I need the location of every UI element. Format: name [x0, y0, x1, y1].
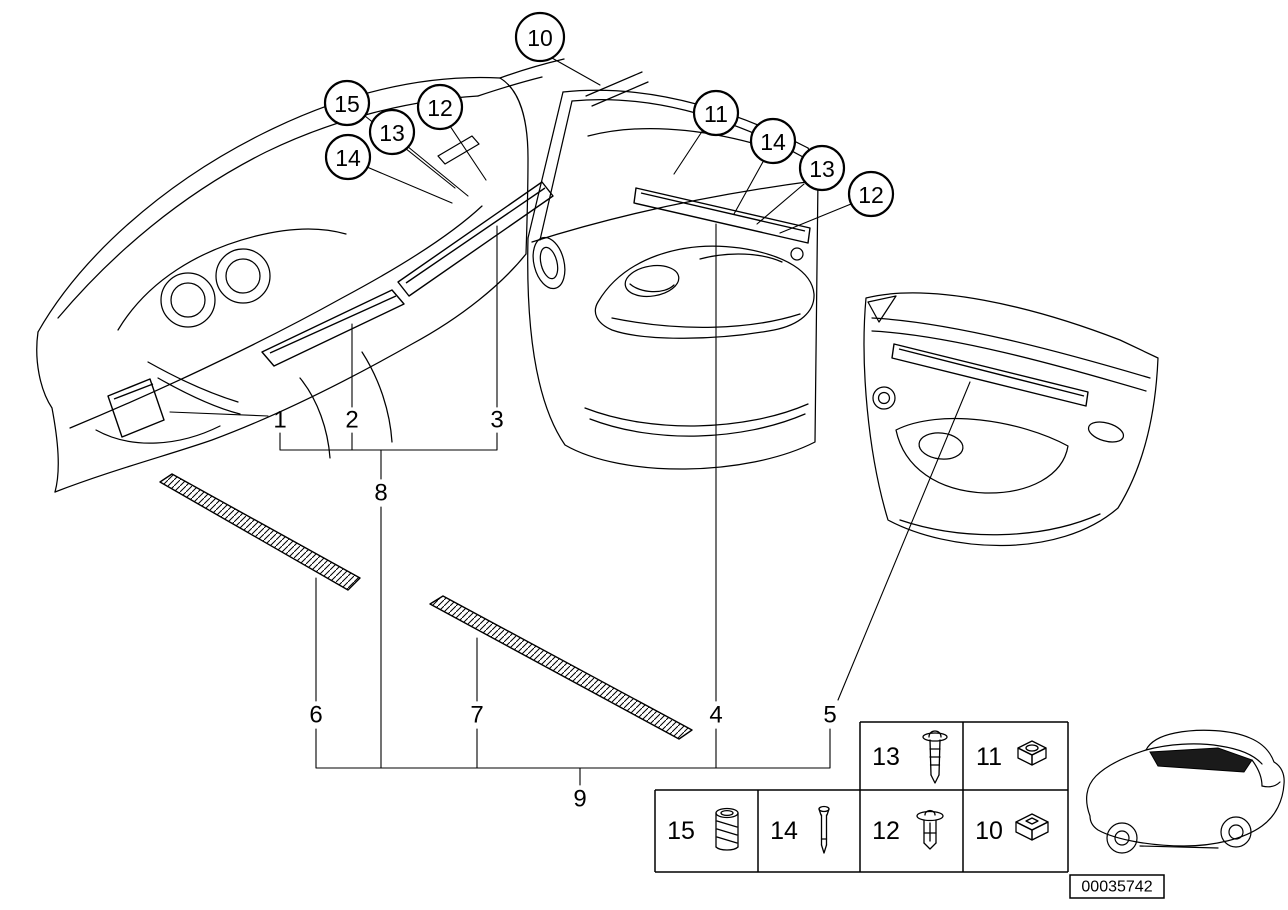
- front-door-trim-strip: [633, 187, 811, 244]
- part-label-5[interactable]: 5: [823, 702, 836, 729]
- svg-text:12: 12: [427, 95, 453, 121]
- callout-balloon-10[interactable]: 10: [514, 11, 566, 63]
- highlighted-trim-band: [1149, 747, 1253, 773]
- dash-trim-lower-left-part1: [107, 378, 165, 438]
- svg-text:11: 11: [704, 101, 728, 127]
- sleeve-icon: [715, 807, 739, 851]
- callout-bracket-lines: [169, 223, 971, 786]
- svg-text:12: 12: [872, 817, 900, 845]
- part-label-1[interactable]: 1: [273, 407, 286, 434]
- legend-cell-15[interactable]: 15: [667, 807, 739, 851]
- svg-text:11: 11: [976, 743, 1002, 771]
- svg-text:10: 10: [975, 817, 1003, 845]
- part-label-6[interactable]: 6: [309, 702, 322, 729]
- pin-icon: [818, 805, 830, 854]
- callout-balloon-13-left[interactable]: 13: [368, 108, 416, 156]
- instrument-panel-drawing: [36, 58, 649, 493]
- grommet-icon: [1017, 740, 1047, 766]
- callout-balloon-13-right[interactable]: 13: [798, 144, 846, 192]
- legend-cell-11[interactable]: 11: [976, 740, 1047, 771]
- part-label-2[interactable]: 2: [345, 407, 358, 434]
- legend-grid-lines: [654, 721, 1069, 873]
- svg-text:14: 14: [335, 145, 361, 171]
- part-label-9[interactable]: 9: [573, 786, 586, 813]
- svg-text:12: 12: [858, 182, 884, 208]
- legend-cell-10[interactable]: 10: [975, 813, 1049, 845]
- fastener-legend-table: 13 11 15: [654, 721, 1069, 873]
- legend-cell-14[interactable]: 14: [770, 805, 830, 854]
- callout-balloon-14-right[interactable]: 14: [749, 117, 797, 165]
- cage-nut-icon: [1015, 813, 1049, 841]
- expansion-rivet-icon: [922, 730, 948, 784]
- dash-trim-upper-part3: [397, 181, 554, 297]
- svg-text:14: 14: [770, 817, 798, 845]
- door-sill-strip-front-part6: [159, 473, 361, 591]
- part-label-4[interactable]: 4: [709, 702, 722, 729]
- part-label-8[interactable]: 8: [374, 480, 387, 507]
- car-thumbnail: [1086, 729, 1285, 854]
- callout-balloon-12-left[interactable]: 12: [416, 83, 464, 131]
- callout-balloon-15[interactable]: 15: [323, 79, 371, 127]
- rivet-icon: [916, 809, 944, 850]
- rear-door-panel-drawing: [863, 292, 1159, 547]
- part-label-3[interactable]: 3: [490, 407, 503, 434]
- svg-text:13: 13: [872, 743, 900, 771]
- callout-balloon-14-left[interactable]: 14: [324, 133, 372, 181]
- callout-balloon-11[interactable]: 11: [692, 89, 740, 137]
- legend-cell-12[interactable]: 12: [872, 809, 944, 850]
- svg-text:14: 14: [760, 129, 786, 155]
- callout-balloon-12-right[interactable]: 12: [847, 170, 895, 218]
- part-number-box: 00035742: [1069, 874, 1165, 899]
- door-sill-strip-rear-part7: [429, 595, 693, 740]
- legend-cell-13[interactable]: 13: [872, 730, 948, 784]
- dash-trim-center-part2: [261, 289, 405, 367]
- svg-text:13: 13: [379, 120, 405, 146]
- rear-door-trim-strip: [891, 343, 1089, 407]
- part-label-7[interactable]: 7: [470, 702, 483, 729]
- balloon-leader-lines: [364, 57, 852, 234]
- svg-text:15: 15: [334, 91, 360, 117]
- svg-text:15: 15: [667, 817, 695, 845]
- svg-text:13: 13: [809, 156, 835, 182]
- svg-text:10: 10: [527, 25, 553, 51]
- part-number-text: 00035742: [1081, 879, 1152, 896]
